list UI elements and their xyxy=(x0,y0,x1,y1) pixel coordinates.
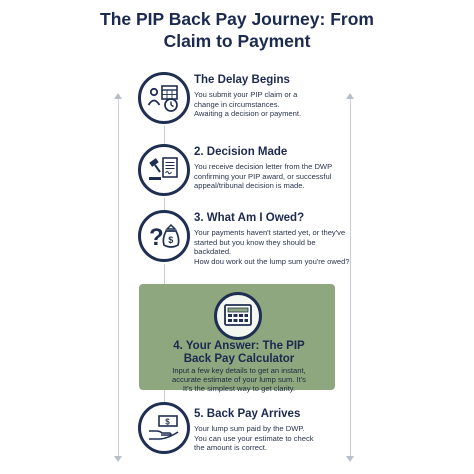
step-1-line: You submit your PIP claim or a xyxy=(194,90,298,99)
step-5-line: You can use your estimate to check xyxy=(194,433,314,443)
step-4-heading-line: 4. Your Answer: The PIP xyxy=(173,340,305,352)
svg-text:$: $ xyxy=(165,418,170,427)
step-3: ? $ 3. What Am I Owed? Your payments hav… xyxy=(138,210,350,266)
calculator-icon xyxy=(214,292,262,340)
title-line-1: The PIP Back Pay Journey: From xyxy=(100,9,374,29)
step-3-line: How dou work out the lump sum you're owe… xyxy=(194,256,350,266)
hand-cash-icon: $ xyxy=(138,402,190,454)
left-arrow-down-icon xyxy=(114,456,122,462)
step-4-line: It's the simplest way to get clarity. xyxy=(182,384,296,393)
step-1: The Delay Begins You submit your PIP cla… xyxy=(138,72,338,128)
step-4-body: Input a few key details to get an instan… xyxy=(146,366,332,393)
svg-text:$: $ xyxy=(168,235,173,245)
right-arrow-down-icon xyxy=(346,456,354,462)
svg-text:?: ? xyxy=(149,224,164,251)
step-1-line: change in circumstances. xyxy=(194,99,280,109)
question-moneybag-icon: ? $ xyxy=(138,210,190,262)
step-2-line: You receive decision letter from the DWP xyxy=(194,162,333,171)
step-3-line: Your payments haven't started yet, or th… xyxy=(194,228,346,237)
connector-3-4 xyxy=(164,264,165,284)
gavel-document-icon xyxy=(138,144,190,196)
step-3-line: started but you know they should be back… xyxy=(194,237,316,257)
step-5-line: the amount is correct. xyxy=(194,443,268,453)
connector-4-5 xyxy=(164,390,165,402)
page-title: The PIP Back Pay Journey: From Claim to … xyxy=(0,8,474,52)
right-timeline-line xyxy=(350,98,351,458)
connector-2-3 xyxy=(164,198,165,210)
step-5-line: Your lump sum paid by the DWP. xyxy=(194,424,305,433)
step-4-heading-line: Back Pay Calculator xyxy=(183,353,295,365)
step-5-body: Your lump sum paid by the DWP. You can u… xyxy=(194,424,352,453)
left-arrow-up-icon xyxy=(114,93,122,99)
step-1-heading: The Delay Begins xyxy=(194,74,290,86)
left-timeline-line xyxy=(118,98,119,458)
step-3-body: Your payments haven't started yet, or th… xyxy=(194,228,352,266)
step-2: 2. Decision Made You receive decision le… xyxy=(138,144,338,200)
step-3-heading: 3. What Am I Owed? xyxy=(194,212,305,224)
people-calendar-clock-icon xyxy=(138,72,190,124)
step-4-heading: 4. Your Answer: The PIP Back Pay Calcula… xyxy=(146,340,332,366)
connector-1-2 xyxy=(164,126,165,144)
step-1-body: You submit your PIP claim or a change in… xyxy=(194,90,352,119)
step-1-line: Awaiting a decision or payment. xyxy=(194,109,302,119)
title-line-2: Claim to Payment xyxy=(163,31,311,51)
step-2-body: You receive decision letter from the DWP… xyxy=(194,162,352,191)
step-2-line: appeal/tribunal decision is made. xyxy=(194,181,305,191)
step-5-heading: 5. Back Pay Arrives xyxy=(194,408,301,420)
step-2-line: confirming your PIP award, or successful xyxy=(194,171,332,181)
step-5: $ 5. Back Pay Arrives Your lump sum paid… xyxy=(138,402,338,458)
step-4-line: accurate estimate of your lump sum. It's xyxy=(172,375,306,384)
step-2-heading: 2. Decision Made xyxy=(194,146,288,158)
right-arrow-up-icon xyxy=(346,93,354,99)
step-4-line: Input a few key details to get an instan… xyxy=(172,366,306,375)
